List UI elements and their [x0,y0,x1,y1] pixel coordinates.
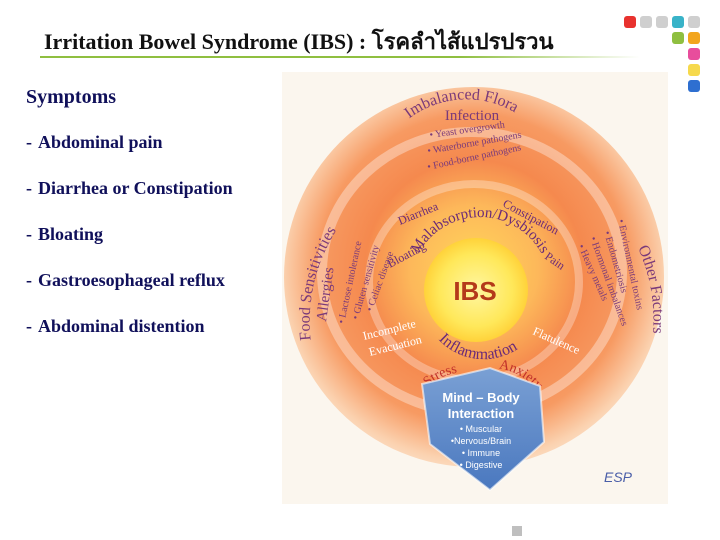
dot [640,16,652,28]
symptom-item: -Abdominal pain [26,132,163,152]
symptom-item: -Gastroesophageal reflux [26,270,225,290]
page-title: Irritation Bowel Syndrome (IBS) : โรคลำไ… [44,29,554,54]
footer-mark [512,526,522,536]
dot [672,32,684,44]
ibs-diagram: IBS Malabsorption/Dysbiosis Inflammation… [282,72,668,504]
infection-label: Infection [445,108,500,124]
symptoms-list: -Abdominal pain -Diarrhea or Constipatio… [26,130,233,360]
dot [656,16,668,28]
symptom-text: Bloating [38,224,104,244]
dot [688,32,700,44]
symptoms-heading: Symptoms [26,86,117,108]
dot [624,16,636,28]
mind-item: • Muscular [460,424,502,434]
symptom-text: Abdominal pain [38,132,163,152]
dot [688,64,700,76]
mind-item: • Digestive [460,460,503,470]
dot [688,16,700,28]
title-underline [40,56,640,58]
core-circle [424,238,528,342]
ibs-diagram-svg: IBS Malabsorption/Dysbiosis Inflammation… [282,72,668,504]
dot [688,48,700,60]
credit-label: ESP [604,469,633,485]
symptom-text: Gastroesophageal reflux [38,270,225,290]
symptom-item: -Bloating [26,224,104,244]
mind-body-shape [420,366,546,492]
decorative-dots [624,16,714,96]
symptom-item: -Diarrhea or Constipation [26,178,233,198]
ibs-center-label: IBS [453,276,496,306]
symptom-text: Abdominal distention [38,316,205,336]
dot [672,16,684,28]
mind-item: •Nervous/Brain [451,436,511,446]
dot [688,80,700,92]
interaction-title: Interaction [448,406,515,421]
mind-body-title: Mind – Body [442,390,520,405]
symptom-text: Diarrhea or Constipation [38,178,233,198]
symptom-item: -Abdominal distention [26,316,205,336]
allergies-label: Allergies [314,266,337,323]
mind-item: • Immune [462,448,500,458]
